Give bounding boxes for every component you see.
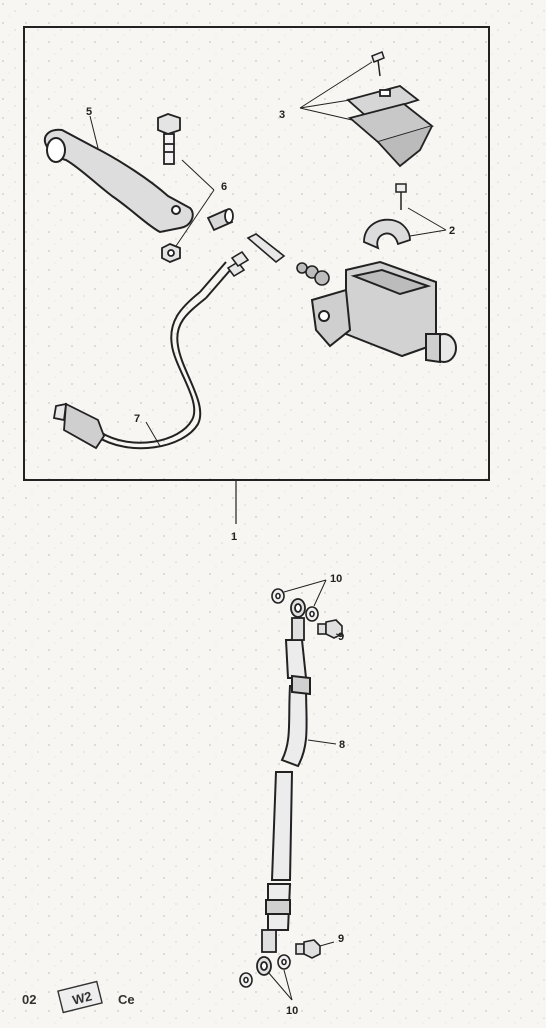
sealing-washers-top bbox=[271, 588, 319, 622]
pivot-bolt bbox=[157, 113, 181, 165]
callout-10-top: 10 bbox=[330, 573, 342, 585]
leader-line-6a bbox=[181, 159, 215, 191]
master-cylinder-body bbox=[310, 260, 457, 364]
catalog-badge bbox=[57, 980, 103, 1014]
leader-line-9a bbox=[335, 633, 345, 637]
piston-seal-set bbox=[296, 262, 330, 286]
leader-line-2b bbox=[409, 229, 447, 237]
pivot-bushing bbox=[206, 208, 234, 232]
handlebar-clamp-bolt bbox=[395, 183, 407, 210]
clutch-switch bbox=[52, 402, 106, 450]
reservoir-cap bbox=[346, 85, 420, 118]
callout-1: 1 bbox=[231, 531, 237, 543]
callout-2: 2 bbox=[449, 225, 455, 237]
wire-terminals bbox=[226, 250, 250, 278]
cap-screw bbox=[371, 51, 385, 77]
leader-line-10c bbox=[267, 971, 293, 1001]
leader-line-6b bbox=[175, 189, 215, 247]
banjo-fitting-top bbox=[290, 598, 306, 641]
leader-line-3c bbox=[299, 107, 353, 121]
assembly-frame bbox=[23, 26, 490, 481]
sealing-washers-bottom bbox=[239, 954, 291, 988]
catalog-mark-right: Ce bbox=[118, 992, 135, 1007]
callout-6: 6 bbox=[221, 181, 227, 193]
leader-line-8 bbox=[307, 739, 337, 745]
leader-line-5 bbox=[89, 115, 99, 149]
leader-line-2a bbox=[407, 207, 447, 231]
callout-9-top: 9 bbox=[338, 631, 344, 643]
catalog-badge-text: W2 bbox=[71, 988, 94, 1007]
leader-line-10d bbox=[283, 969, 293, 1001]
clutch-hose bbox=[265, 639, 311, 931]
catalog-mark-left: 02 bbox=[22, 992, 36, 1007]
callout-3: 3 bbox=[279, 109, 285, 121]
union-bolt-top bbox=[317, 619, 343, 639]
pivot-nut bbox=[161, 243, 181, 263]
catalog-mark: 02 W2 Ce bbox=[22, 980, 135, 1014]
callout-7: 7 bbox=[134, 413, 140, 425]
leader-line-10b bbox=[313, 579, 327, 607]
callout-5: 5 bbox=[86, 106, 92, 118]
banjo-fitting-bottom bbox=[256, 929, 277, 976]
leader-line-10a bbox=[283, 579, 327, 593]
leader-line-3b bbox=[299, 99, 351, 109]
handlebar-clamp bbox=[363, 218, 411, 250]
clutch-lever bbox=[43, 128, 194, 234]
leader-line-7 bbox=[145, 421, 161, 447]
leader-line-3a bbox=[299, 61, 373, 109]
callout-10-bottom: 10 bbox=[286, 1005, 298, 1017]
callout-8: 8 bbox=[339, 739, 345, 751]
clutch-switch-wire bbox=[95, 261, 233, 450]
union-bolt-bottom bbox=[295, 939, 321, 959]
reservoir-diaphragm bbox=[348, 103, 434, 168]
leader-line-9b bbox=[319, 941, 335, 947]
callout-9-bottom: 9 bbox=[338, 933, 344, 945]
push-rod bbox=[246, 233, 286, 264]
